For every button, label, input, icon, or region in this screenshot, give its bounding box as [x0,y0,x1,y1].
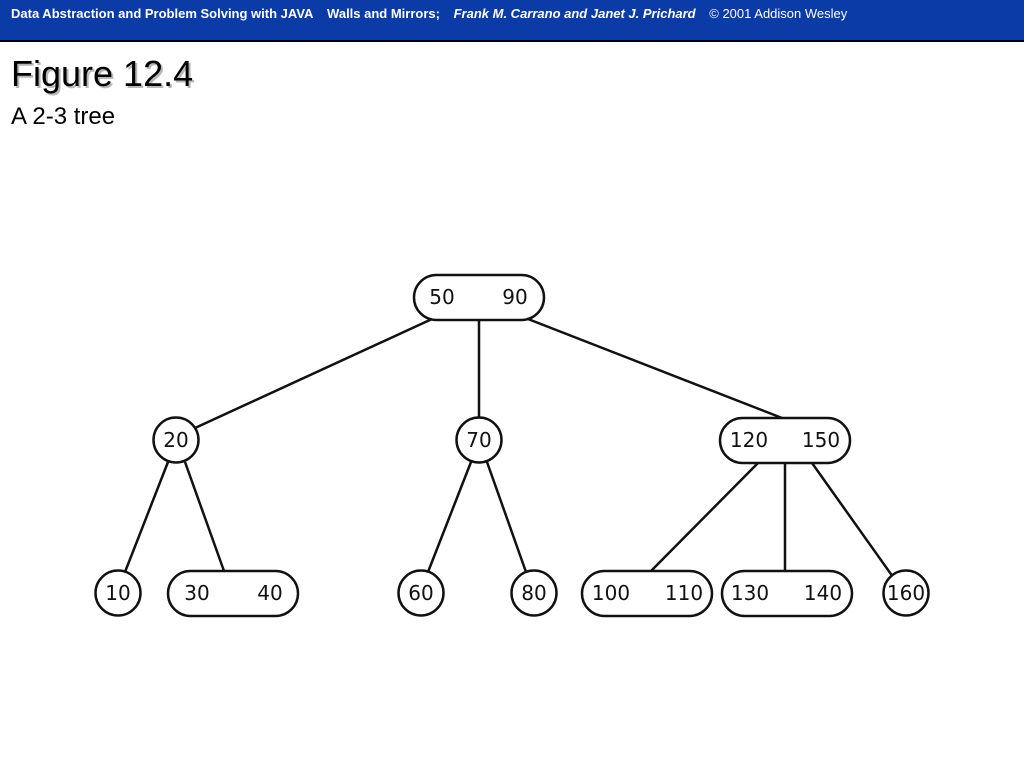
node-key: 160 [887,581,925,605]
tree-node-130-140: 130 140 [720,569,854,618]
tree-node-30-40: 30 40 [166,569,300,618]
edge-20-to-30-40 [183,461,226,572]
edge-120-150-to-160 [810,462,895,578]
edge-root-to-120-150 [527,317,783,420]
node-key: 100 [592,581,630,605]
node-key: 20 [163,428,188,452]
header-copyright: © 2001 Addison Wesley [709,6,848,21]
node-key: 80 [521,581,546,605]
tree-node-100-110: 100 110 [580,569,714,618]
edge-120-150-to-100-110 [650,462,759,572]
node-key: 130 [731,581,769,605]
tree-node-20: 20 [152,416,200,464]
node-key: 150 [802,428,840,452]
header-subtitle: Walls and Mirrors; [327,6,440,21]
node-130-140-shape [720,569,854,618]
tree-node-70: 70 [455,416,503,464]
node-160-shape [882,569,930,617]
figure-title: Figure 12.4 [11,53,194,94]
node-key: 40 [257,581,282,605]
node-key: 30 [184,581,209,605]
tree-node-60: 60 [397,569,445,617]
tree-node-160: 160 [882,569,930,617]
node-80-shape [510,569,558,617]
edge-70-to-60 [426,461,473,573]
edge-20-to-10 [123,461,170,573]
header-authors: Frank M. Carrano and Janet J. Prichard [453,6,696,21]
node-key: 140 [804,581,842,605]
node-70-shape [455,416,503,464]
node-key: 120 [730,428,768,452]
node-100-110-shape [580,569,714,618]
tree-edges [123,317,895,578]
node-key: 60 [408,581,433,605]
node-60-shape [397,569,445,617]
tree-node-10: 10 [94,569,142,617]
node-root-shape [412,273,546,322]
node-key: 90 [502,285,527,309]
node-30-40-shape [166,569,300,618]
tree-node-root: 50 90 [412,273,546,322]
node-key: 70 [466,428,491,452]
edge-root-to-20 [194,317,433,430]
node-10-shape [94,569,142,617]
node-120-150-shape [718,416,852,465]
tree-node-120-150: 120 150 [718,416,852,465]
node-key: 110 [665,581,703,605]
edge-70-to-80 [485,461,528,573]
node-key: 10 [105,581,130,605]
figure-caption: A 2-3 tree [11,103,116,130]
tree-node-80: 80 [510,569,558,617]
header-book-title: Data Abstraction and Problem Solving wit… [11,6,314,21]
node-key: 50 [429,285,454,309]
header-bar: Data Abstraction and Problem Solving wit… [0,0,1024,42]
node-20-shape [152,416,200,464]
